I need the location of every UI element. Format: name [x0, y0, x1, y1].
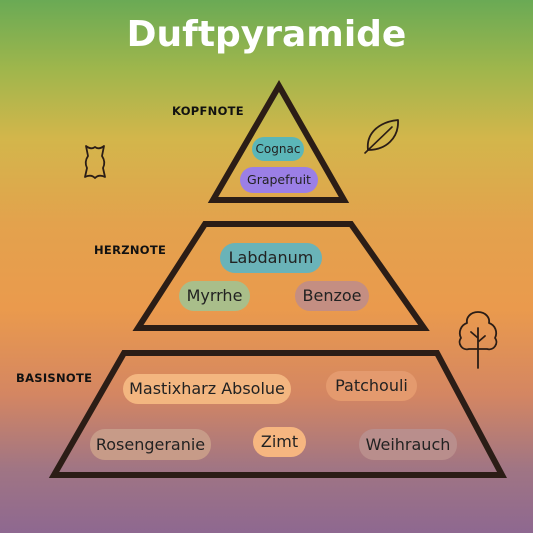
note-pill-middle-2: Myrrhe: [179, 281, 250, 311]
top-tier-triangle: [207, 79, 350, 203]
note-pill-base-1: Mastixharz Absolue: [123, 374, 291, 404]
note-pill-middle-1: Labdanum: [220, 243, 322, 273]
base-tier-trapezoid: [48, 350, 507, 478]
leather-icon: [84, 145, 106, 179]
leaf-icon: [364, 119, 399, 154]
diagram-title: Duftpyramide: [126, 14, 407, 55]
note-pill-middle-3: Benzoe: [295, 281, 369, 311]
note-pill-top-2: Grapefruit: [240, 167, 318, 193]
middle-tier-trapezoid: [132, 221, 430, 331]
base-tier-label: BASISNOTE: [16, 371, 93, 385]
top-tier-label: KOPFNOTE: [172, 104, 244, 118]
tree-icon: [458, 311, 498, 369]
note-pill-top-1: Cognac: [252, 137, 304, 161]
note-pill-base-5: Weihrauch: [359, 429, 457, 460]
note-pill-base-3: Rosengeranie: [90, 429, 211, 460]
note-pill-base-4: Zimt: [253, 427, 306, 457]
middle-tier-label: HERZNOTE: [94, 243, 167, 257]
note-pill-base-2: Patchouli: [326, 371, 417, 401]
